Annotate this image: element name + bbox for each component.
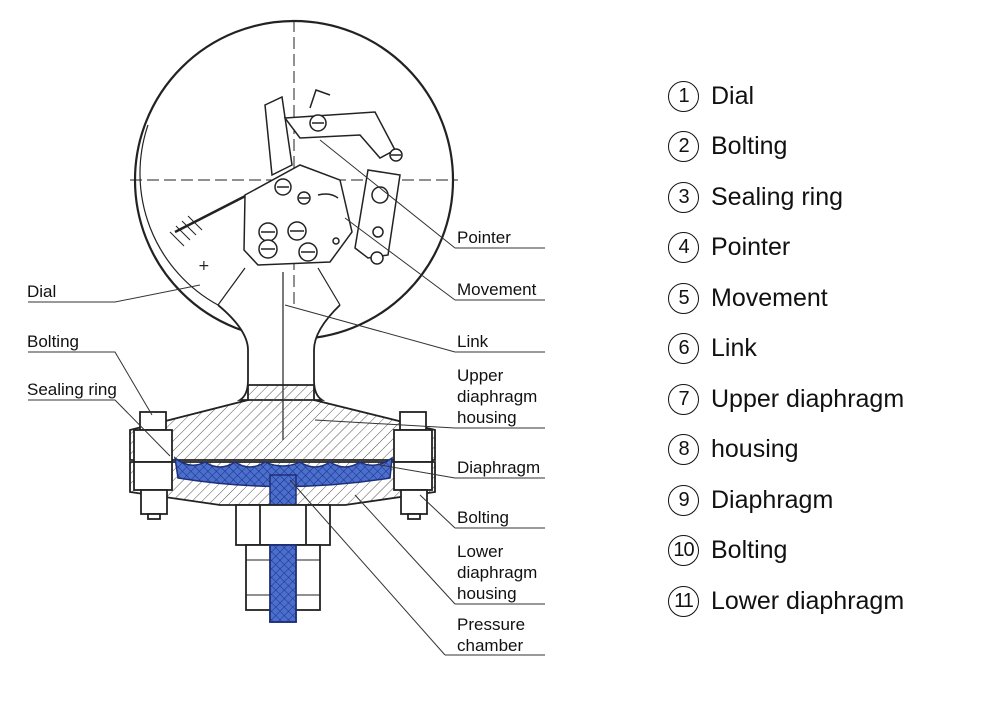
callout-upper-housing-2: diaphragm	[457, 387, 537, 406]
connection-fitting	[235, 504, 331, 623]
legend-item: 8 housing	[668, 432, 988, 468]
legend-number: 11	[668, 585, 699, 617]
legend-item: 9 Diaphragm	[668, 482, 988, 518]
callout-pointer: Pointer	[457, 228, 511, 247]
upper-housing	[129, 384, 436, 461]
legend-item: 1 Dial	[668, 78, 988, 114]
callout-labels: Dial Bolting Sealing ring Pointer Moveme…	[27, 228, 540, 655]
legend-label: Bolting	[711, 536, 788, 564]
callout-dial: Dial	[27, 282, 56, 301]
movement-mechanism	[243, 89, 403, 266]
callout-sealing-ring: Sealing ring	[27, 380, 117, 399]
callout-diaphragm: Diaphragm	[457, 458, 540, 477]
legend-number: 8	[668, 434, 699, 465]
callout-lower-housing-3: housing	[457, 584, 517, 603]
legend-number: 7	[668, 383, 699, 415]
callout-upper-housing-1: Upper	[457, 366, 504, 385]
callout-lower-housing-2: diaphragm	[457, 563, 537, 582]
legend-number: 2	[668, 131, 699, 162]
legend-number: 1	[668, 80, 699, 112]
legend-item: 2 Bolting	[668, 129, 988, 165]
callout-bolting-upper: Bolting	[27, 332, 79, 351]
legend-label: Link	[711, 334, 757, 362]
legend-label: Upper diaphragm	[711, 384, 905, 413]
legend-number: 10	[668, 535, 699, 566]
callout-upper-housing-3: housing	[457, 408, 517, 427]
svg-text:+: +	[198, 258, 210, 274]
legend-label: Lower diaphragm	[711, 586, 905, 615]
legend-label: housing	[711, 435, 799, 463]
leader-lines	[28, 139, 545, 656]
callout-lower-housing-1: Lower	[457, 542, 504, 561]
legend-item: 5 Movement	[668, 280, 988, 316]
legend-number: 5	[668, 282, 699, 314]
callout-link: Link	[457, 332, 489, 351]
legend-item: 3 Sealing ring	[668, 179, 988, 215]
callout-movement: Movement	[457, 280, 537, 299]
legend-label: Movement	[711, 283, 828, 312]
legend-item: 10 Bolting	[668, 533, 988, 569]
legend-number: 6	[668, 333, 699, 364]
legend-item: 4 Pointer	[668, 230, 988, 266]
legend-number: 9	[668, 484, 699, 516]
legend-label: Sealing ring	[711, 182, 844, 211]
legend-label: Bolting	[711, 132, 788, 160]
legend-number: 4	[668, 232, 699, 263]
legend-number: 3	[668, 181, 699, 213]
legend-label: Dial	[711, 81, 755, 110]
legend-label: Diaphragm	[711, 485, 834, 514]
callout-pressure-chamber-1: Pressure	[457, 615, 525, 634]
legend-item: 7 Upper diaphragm	[668, 381, 988, 417]
legend-item: 11 Lower diaphragm	[668, 583, 988, 619]
bolts	[133, 411, 433, 520]
legend-item: 6 Link	[668, 331, 988, 367]
callout-pressure-chamber-2: chamber	[457, 636, 523, 655]
callout-bolting-lower: Bolting	[457, 508, 509, 527]
legend-label: Pointer	[711, 233, 791, 261]
